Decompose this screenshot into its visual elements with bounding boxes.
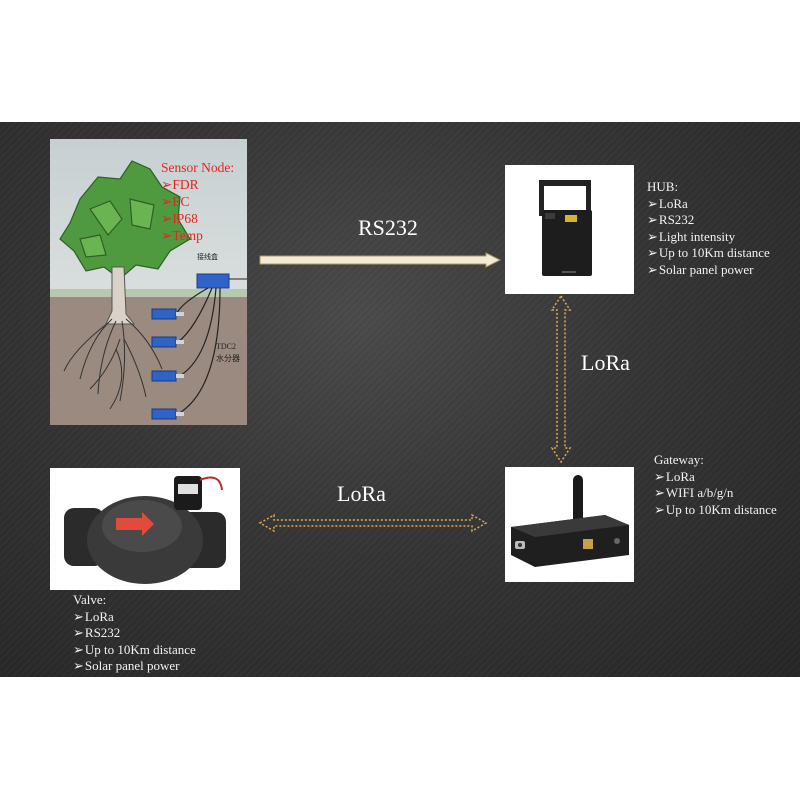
svg-text:接线盒: 接线盒 [197, 252, 218, 261]
svg-text:水分器: 水分器 [216, 353, 240, 363]
hub-spec: HUB: LoRa RS232 Light intensity Up to 10… [647, 179, 770, 278]
valve-device-icon [64, 476, 226, 584]
hub-item: RS232 [647, 212, 770, 229]
gateway-title: Gateway: [654, 452, 704, 467]
tree-icon [59, 160, 191, 280]
valve-item: Up to 10Km distance [73, 642, 196, 659]
valve-image [50, 468, 240, 590]
lora-valve-gateway-label: LoRa [337, 481, 386, 506]
slide-background: 接线盒 TDC2 水分器 Sensor Node: FDR EC [0, 122, 800, 677]
valve-item: LoRa [73, 609, 196, 626]
gateway-item: Up to 10Km distance [654, 502, 777, 519]
sensor-node-item: FDR [161, 176, 234, 193]
sensor-node-item: Temp [161, 227, 234, 244]
gateway-item: WIFI a/b/g/n [654, 485, 777, 502]
hub-item: Light intensity [647, 229, 770, 246]
lora-horizontal-arrow [258, 513, 488, 533]
sensor-node-item: IP68 [161, 210, 234, 227]
rs232-link-label: RS232 [358, 215, 418, 240]
gateway-image [505, 467, 634, 582]
valve-title: Valve: [73, 592, 107, 607]
valve-spec: Valve: LoRa RS232 Up to 10Km distance So… [73, 592, 196, 675]
gateway-item: LoRa [654, 469, 777, 486]
valve-item: RS232 [73, 625, 196, 642]
valve-item: Solar panel power [73, 658, 196, 675]
gateway-device-icon [511, 475, 629, 567]
hub-device-icon [539, 180, 592, 276]
gateway-spec: Gateway: LoRa WIFI a/b/g/n Up to 10Km di… [654, 452, 777, 518]
sensor-node-spec: Sensor Node: FDR EC IP68 Temp [161, 159, 234, 244]
lora-vertical-arrow [550, 294, 572, 464]
sensor-node-illustration: 接线盒 TDC2 水分器 [50, 139, 247, 425]
hub-image [505, 165, 634, 294]
lora-hub-gateway-label: LoRa [581, 350, 630, 375]
svg-text:TDC2: TDC2 [216, 342, 236, 351]
hub-title: HUB: [647, 179, 679, 194]
sensor-node-image: 接线盒 TDC2 水分器 Sensor Node: FDR EC [50, 139, 247, 425]
hub-item: Solar panel power [647, 262, 770, 279]
sensor-node-title: Sensor Node: [161, 160, 235, 175]
hub-item: Up to 10Km distance [647, 245, 770, 262]
sensor-node-item: EC [161, 193, 234, 210]
rs232-arrow [259, 252, 502, 268]
hub-item: LoRa [647, 196, 770, 213]
